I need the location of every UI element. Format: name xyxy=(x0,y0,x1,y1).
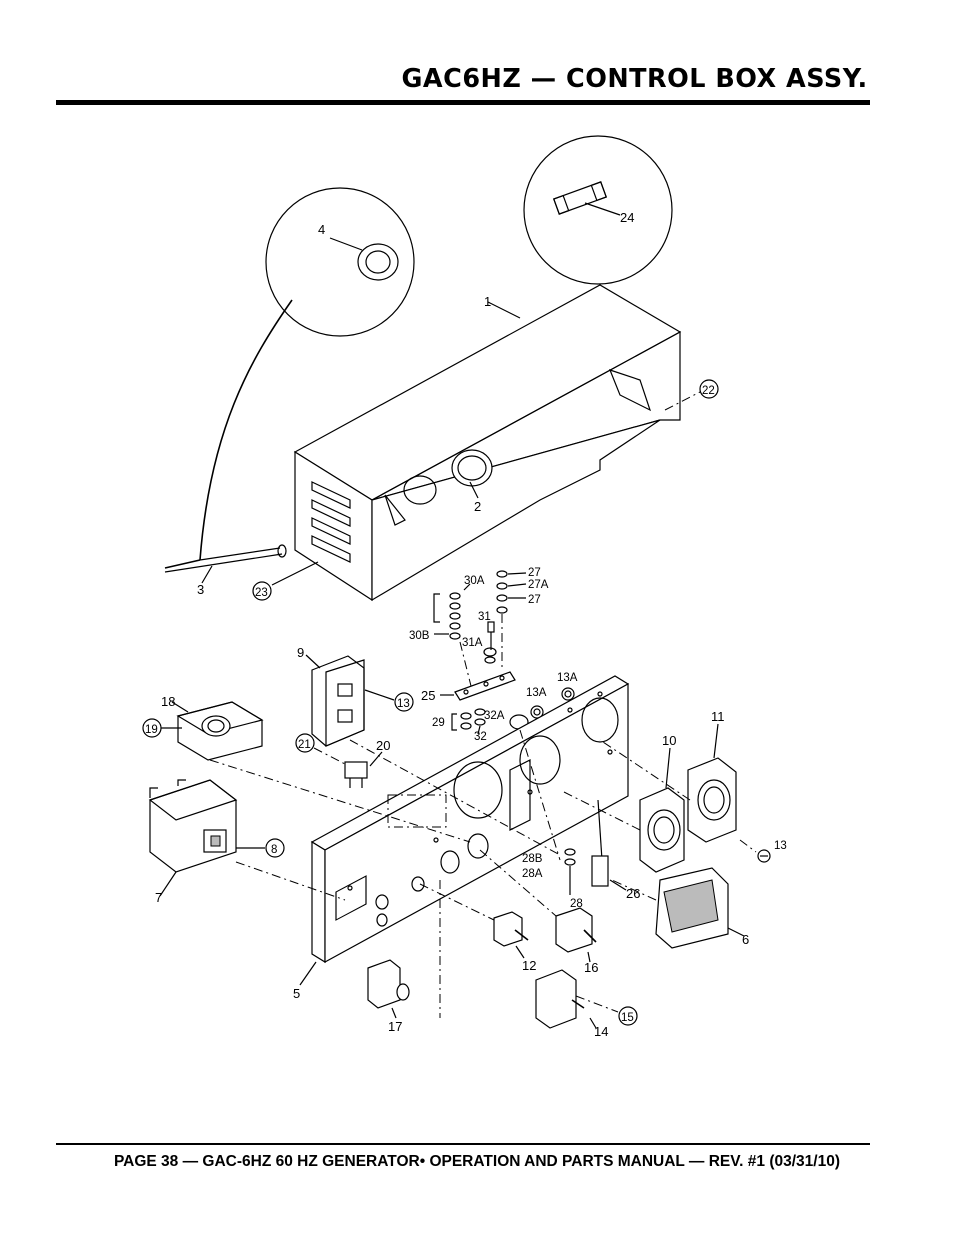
callout-14: 14 xyxy=(594,1024,608,1039)
assembly-lines xyxy=(349,729,691,1018)
callout-27-lower: 27 xyxy=(528,594,541,606)
terminal-block: 20 21 xyxy=(295,733,390,788)
power-cord: 3 xyxy=(164,299,293,597)
callout-28a: 28A xyxy=(522,868,543,880)
callout-31a: 31A xyxy=(462,637,483,649)
screw-31 xyxy=(483,621,497,664)
callout-13-right: 13 xyxy=(774,840,787,852)
callout-26: 26 xyxy=(626,886,640,901)
detail-circle-grommet: 4 xyxy=(265,187,415,337)
callout-28: 28 xyxy=(570,898,583,910)
circuit-breaker-17: 17 xyxy=(367,959,410,1034)
callout-12: 12 xyxy=(522,958,536,973)
callout-28b: 28B xyxy=(522,853,543,865)
callout-32: 32 xyxy=(474,731,487,743)
callout-15: 15 xyxy=(621,1012,634,1024)
callout-18: 18 xyxy=(161,694,175,709)
callout-16: 16 xyxy=(584,960,598,975)
header-rule xyxy=(56,100,870,105)
callout-13a-right: 13A xyxy=(557,672,578,684)
callout-4: 4 xyxy=(318,222,325,237)
callout-32a: 32A xyxy=(484,710,505,722)
callout-10: 10 xyxy=(662,733,676,748)
callout-25: 25 xyxy=(421,688,435,703)
callout-22: 22 xyxy=(702,385,715,397)
control-box-housing: 1 2 22 23 xyxy=(252,284,719,602)
callout-3: 3 xyxy=(197,582,204,597)
stud-and-spacer: 26 28B 28A 28 xyxy=(522,799,640,910)
callout-30b: 30B xyxy=(409,630,430,642)
detail-circle-fuse: 24 xyxy=(523,135,673,285)
callout-7: 7 xyxy=(155,890,162,905)
page-title: GAC6HZ — CONTROL BOX ASSY. xyxy=(401,64,868,94)
twist-lock-receptacle-10: 10 xyxy=(639,733,685,873)
callout-30a: 30A xyxy=(464,575,485,587)
callout-11: 11 xyxy=(711,709,725,724)
callout-20: 20 xyxy=(376,738,390,753)
ground-bar-25 xyxy=(440,671,516,701)
callout-5: 5 xyxy=(293,986,300,1001)
callout-31: 31 xyxy=(478,611,491,623)
screw-13: 13 xyxy=(739,839,787,863)
callout-6: 6 xyxy=(742,932,749,947)
hardware-29-32 xyxy=(451,708,486,735)
cover-plate: 18 19 xyxy=(142,694,471,843)
circuit-breaker-14: 14 15 xyxy=(535,969,638,1039)
footer-rule xyxy=(56,1143,870,1145)
callout-27a: 27A xyxy=(528,579,549,591)
callout-13: 13 xyxy=(397,698,410,710)
louvers xyxy=(311,481,351,563)
callout-13a-left: 13A xyxy=(526,687,547,699)
callout-1: 1 xyxy=(484,294,491,309)
callout-8: 8 xyxy=(271,844,277,856)
gfci-receptacle: 9 13 xyxy=(297,645,414,747)
callout-2: 2 xyxy=(474,499,481,514)
toggle-switch-12: 12 xyxy=(493,911,536,973)
twist-lock-receptacle-11: 11 xyxy=(687,709,737,843)
panel-meter: 6 xyxy=(655,867,749,949)
page-footer: PAGE 38 — GAC-6HZ 60 HZ GENERATOR• OPERA… xyxy=(113,1153,841,1170)
main-breaker: 7 8 xyxy=(148,779,346,905)
washers-27 xyxy=(496,570,527,670)
front-panel: 5 xyxy=(293,675,630,1001)
callout-27: 27 xyxy=(528,567,541,579)
callout-21: 21 xyxy=(298,739,311,751)
callout-29: 29 xyxy=(432,717,445,729)
washers-30 xyxy=(433,583,473,691)
callout-19: 19 xyxy=(145,724,158,736)
callout-24: 24 xyxy=(620,210,634,225)
callout-17: 17 xyxy=(388,1019,402,1034)
toggle-switch-16: 16 xyxy=(555,907,598,975)
callout-23: 23 xyxy=(255,587,268,599)
callout-9: 9 xyxy=(297,645,304,660)
